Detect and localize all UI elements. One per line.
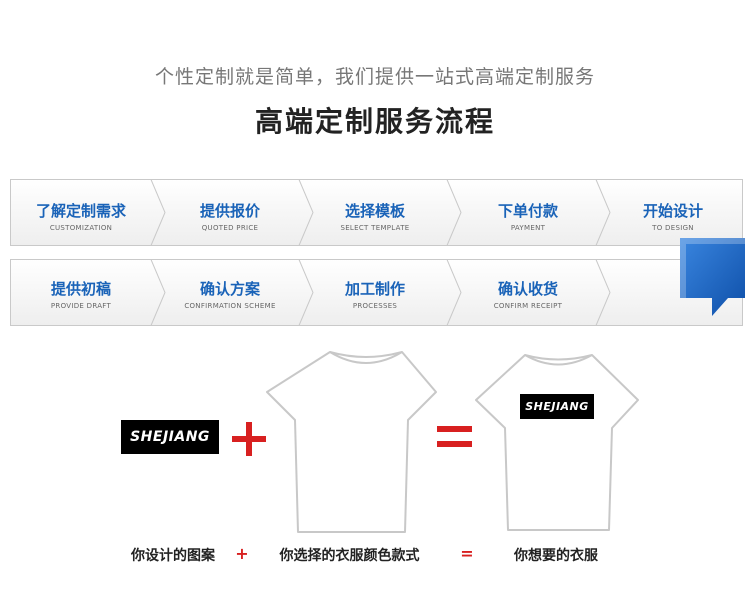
step-select-template-sub: SELECT TEMPLATE	[340, 224, 410, 232]
chevron-divider	[446, 259, 462, 326]
step-provide-draft: 提供初稿	[50, 280, 111, 298]
step-to-design-sub: TO DESIGN	[652, 224, 694, 232]
plus-icon	[232, 422, 266, 456]
step-confirm-receipt-sub: CONFIRM RECEIPT	[493, 302, 563, 310]
step-to-design: 开始设计	[642, 202, 703, 220]
step-provide-draft-sub: PROVIDE DRAFT	[50, 302, 112, 310]
step-select-template: 选择模板	[344, 202, 405, 220]
step-customization: 了解定制需求	[35, 202, 126, 220]
blank-tshirt-icon	[266, 351, 437, 533]
step-payment-sub: PAYMENT	[510, 224, 546, 232]
step-quoted-price-sub: QUOTED PRICE	[201, 224, 259, 232]
chevron-divider	[150, 179, 166, 246]
steps-row1-frame	[10, 179, 743, 246]
caption-result: 你想要的衣服	[514, 548, 598, 564]
chevron-divider	[298, 259, 314, 326]
step-quoted-price: 提供报价	[199, 202, 260, 220]
page-subtitle: 个性定制就是简单，我们提供一站式高端定制服务	[154, 66, 595, 88]
step-processes-sub: PROCESSES	[352, 302, 398, 310]
turn-arrow-icon	[680, 238, 745, 316]
page-title: 高端定制服务流程	[254, 105, 495, 138]
caption-choice: 你选择的衣服颜色款式	[279, 548, 420, 564]
caption-design: 你设计的图案	[131, 548, 215, 564]
step-customization-sub: CUSTOMIZATION	[49, 224, 113, 232]
equals-icon	[437, 426, 472, 447]
printed-tshirt-icon	[475, 354, 639, 531]
chevron-divider	[298, 179, 314, 246]
arrow-highlight	[680, 238, 745, 298]
step-confirmation-scheme-sub: CONFIRMATION SCHEME	[184, 302, 276, 310]
step-processes: 加工制作	[344, 280, 405, 298]
steps-row2-frame	[10, 259, 743, 326]
caption-plus: +	[235, 544, 249, 563]
caption-equals: =	[460, 544, 474, 563]
chevron-divider	[446, 179, 462, 246]
chevron-divider	[150, 259, 166, 326]
chevron-divider	[595, 259, 611, 326]
step-payment: 下单付款	[497, 202, 558, 220]
step-confirm-receipt: 确认收货	[497, 280, 558, 298]
step-confirmation-scheme: 确认方案	[199, 280, 260, 298]
chevron-divider	[595, 179, 611, 246]
design-logo: SHEJIANG	[121, 420, 219, 454]
shirt-logo: SHEJIANG	[520, 394, 594, 419]
